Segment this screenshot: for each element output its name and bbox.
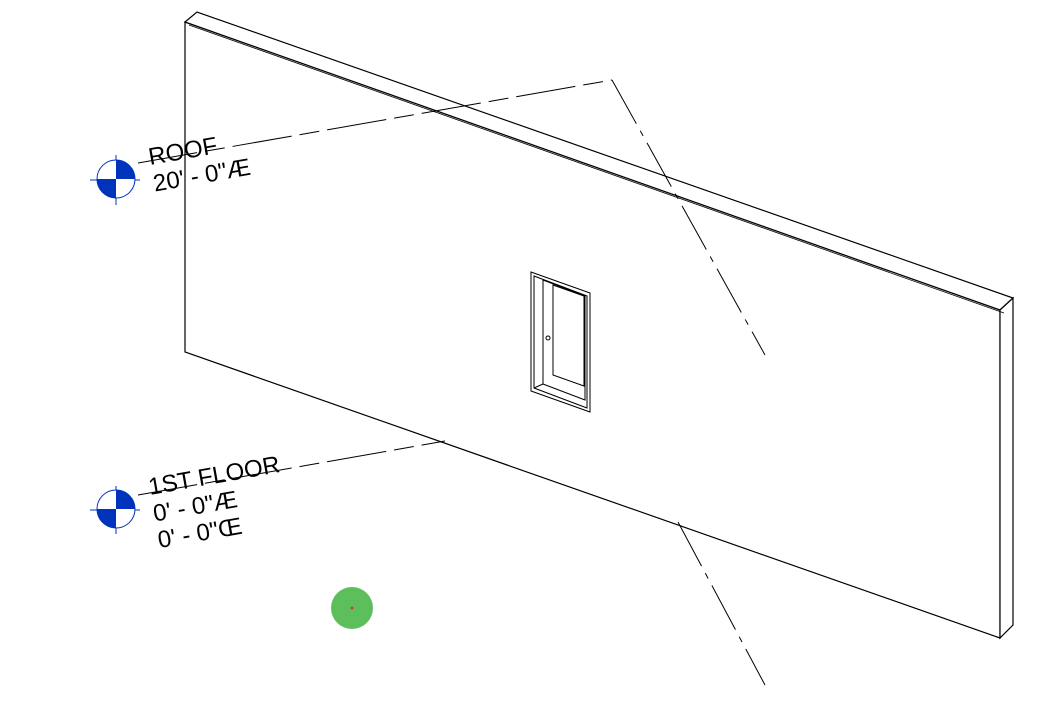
roof-level-line[interactable] (137, 79, 766, 356)
door[interactable] (530, 271, 591, 413)
first-floor-level-line[interactable] (137, 440, 766, 686)
navigation-ball-icon[interactable] (331, 587, 373, 629)
floor-level-head-icon[interactable] (90, 486, 140, 534)
wall[interactable] (183, 11, 1015, 640)
roof-level-head-icon[interactable] (90, 155, 140, 205)
